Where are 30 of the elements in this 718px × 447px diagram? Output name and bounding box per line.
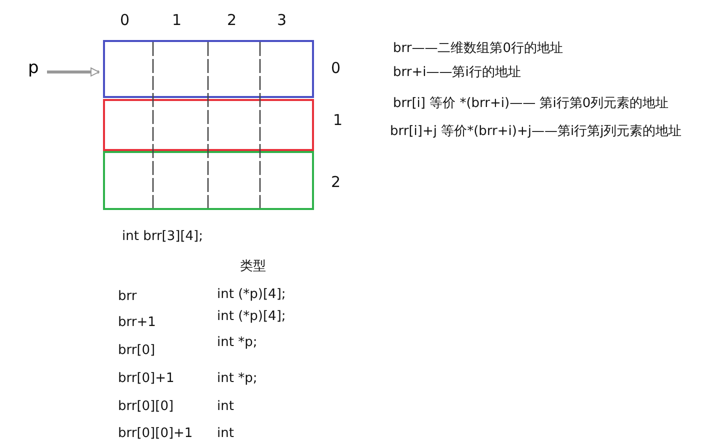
row-index: 2 (331, 174, 341, 191)
row-box (103, 40, 314, 98)
expression-text: brr[0]+1 (118, 370, 174, 387)
type-text: int *p; (217, 370, 258, 387)
type-text: int (217, 398, 234, 415)
expression-text: brr+1 (118, 314, 156, 331)
expression-text: brr[0] (118, 342, 156, 359)
note-text: brr[i]+j 等价*(brr+i)+j——第i行第j列元素的地址 (390, 123, 682, 140)
column-index: 3 (277, 12, 287, 29)
column-header: 类型 (240, 258, 266, 275)
note-text: brr——二维数组第0行的地址 (393, 40, 563, 57)
expression-text: brr (118, 288, 137, 305)
note-text: brr[i] 等价 *(brr+i)—— 第i行第0列元素的地址 (393, 95, 669, 112)
code-text: int brr[3][4]; (122, 228, 204, 245)
column-index: 0 (120, 12, 130, 29)
expression-text: brr[0][0]+1 (118, 425, 193, 442)
row-index: 1 (333, 112, 343, 129)
note-text: brr+i——第i行的地址 (393, 64, 521, 81)
row-box (103, 151, 314, 210)
expression-text: brr[0][0] (118, 398, 174, 415)
pointer-label: p (28, 58, 39, 78)
row-box (103, 99, 314, 151)
type-text: int (*p)[4]; (217, 308, 286, 325)
arrow (47, 68, 100, 76)
row-index: 0 (331, 60, 341, 77)
column-index: 1 (172, 12, 182, 29)
type-text: int (217, 425, 234, 442)
type-text: int *p; (217, 334, 258, 351)
column-index: 2 (227, 12, 237, 29)
type-text: int (*p)[4]; (217, 286, 286, 303)
